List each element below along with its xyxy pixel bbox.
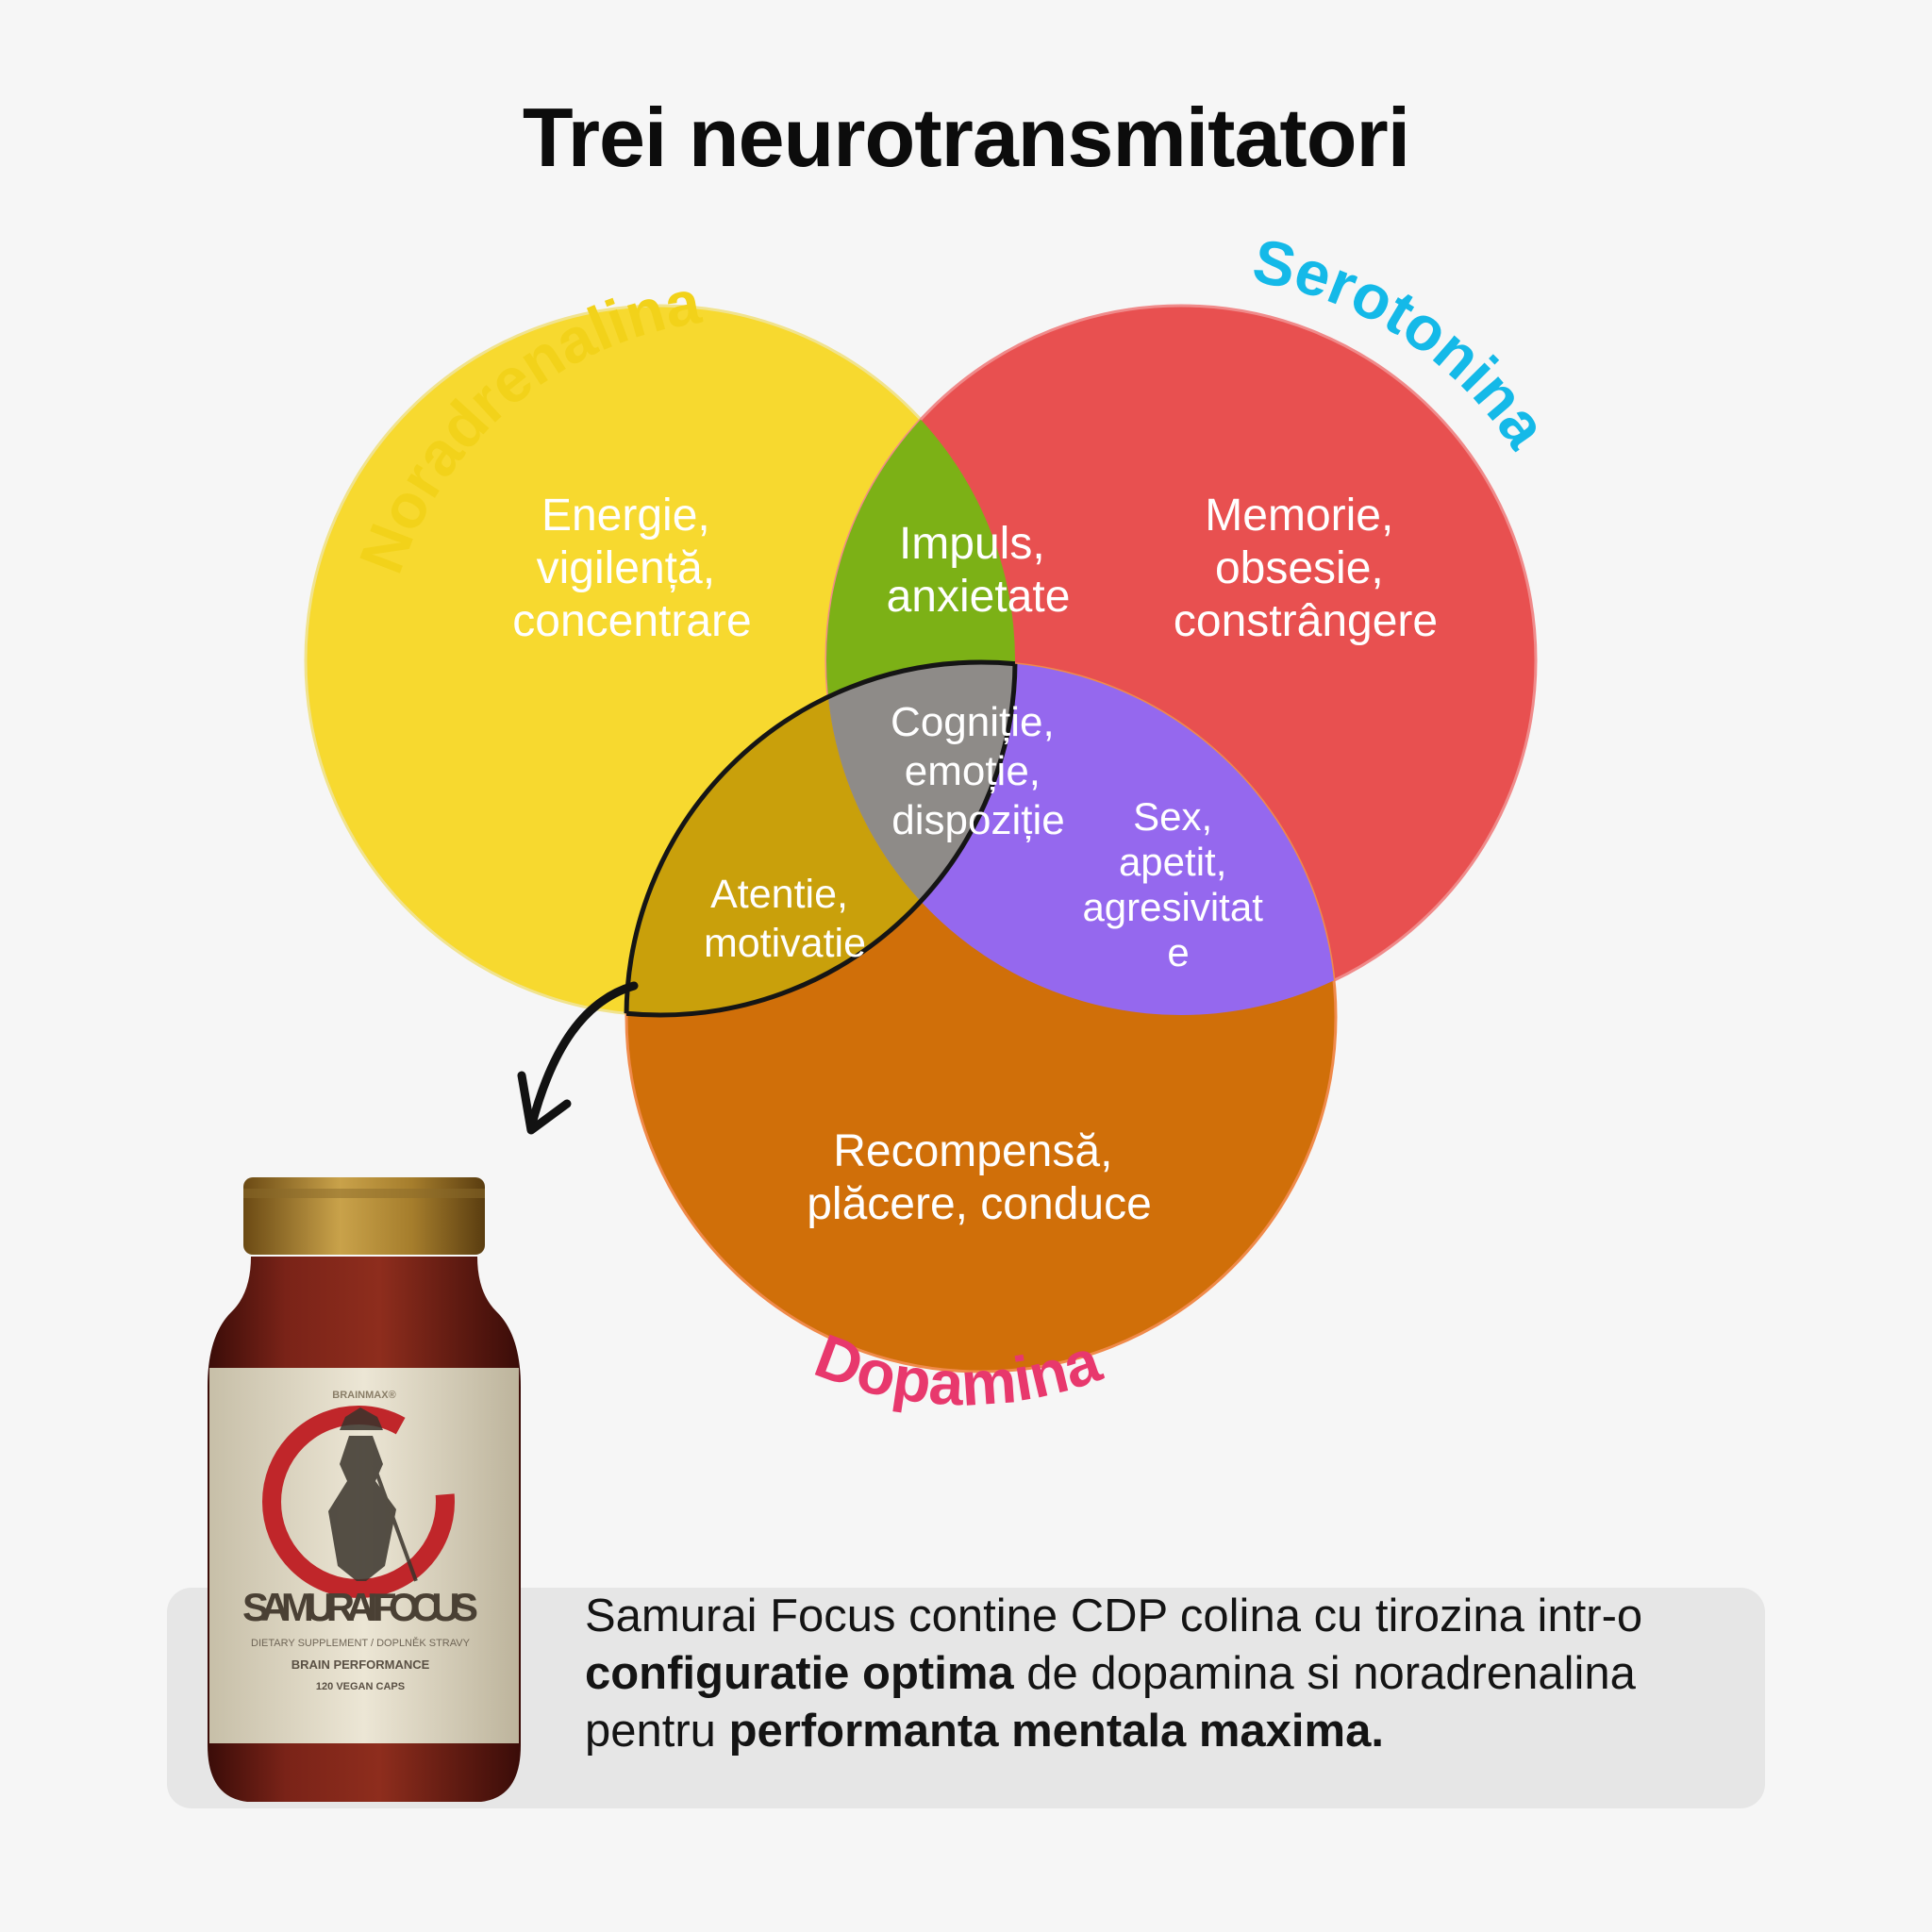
info-highlight-1: configuratie optima xyxy=(585,1648,1014,1699)
nor-sero-region-text: Impuls, anxietate xyxy=(887,519,1071,622)
noradrenalina-region-text: Energie, vigilență, concentrare xyxy=(512,491,751,646)
venn-diagram: Noradrenalina Serotonina Dopamina Energi… xyxy=(304,225,1562,1419)
dopamina-region-text: Recompensă, plăcere, conduce xyxy=(807,1126,1152,1229)
product-count: 120 VEGAN CAPS xyxy=(316,1681,405,1692)
pointer-arrow-icon xyxy=(517,981,639,1135)
center-region-text: Cogniție, emoție, dispoziție xyxy=(891,699,1066,843)
product-subtitle: DIETARY SUPPLEMENT / DOPLNĚK STRAVY xyxy=(251,1637,471,1649)
sero-dopa-overlap xyxy=(826,662,1336,1015)
product-category: BRAIN PERFORMANCE xyxy=(291,1657,430,1672)
page-title: Trei neurotransmitatori xyxy=(522,91,1410,184)
samurai-figure-icon xyxy=(328,1407,418,1582)
serotonina-region-text: Memorie, obsesie, constrângere xyxy=(1174,491,1438,646)
info-highlight-2: performanta mentala maxima. xyxy=(728,1706,1384,1757)
product-name: SAMURAI FOCUS xyxy=(242,1585,478,1629)
nor-dopa-region-text: Atentie, motivatie xyxy=(704,872,866,966)
product-bottle: BRAINMAX® SAMURAI FOCUS DIETARY SUPPLEME… xyxy=(208,1177,521,1802)
brand-text: BRAINMAX® xyxy=(332,1390,395,1401)
sero-dopa-region-text: Sex, apetit, agresivitat e xyxy=(1082,794,1274,974)
info-text: Samurai Focus contine CDP colina cu tiro… xyxy=(585,1591,1643,1757)
nor-dopa-overlap xyxy=(626,662,1015,1015)
